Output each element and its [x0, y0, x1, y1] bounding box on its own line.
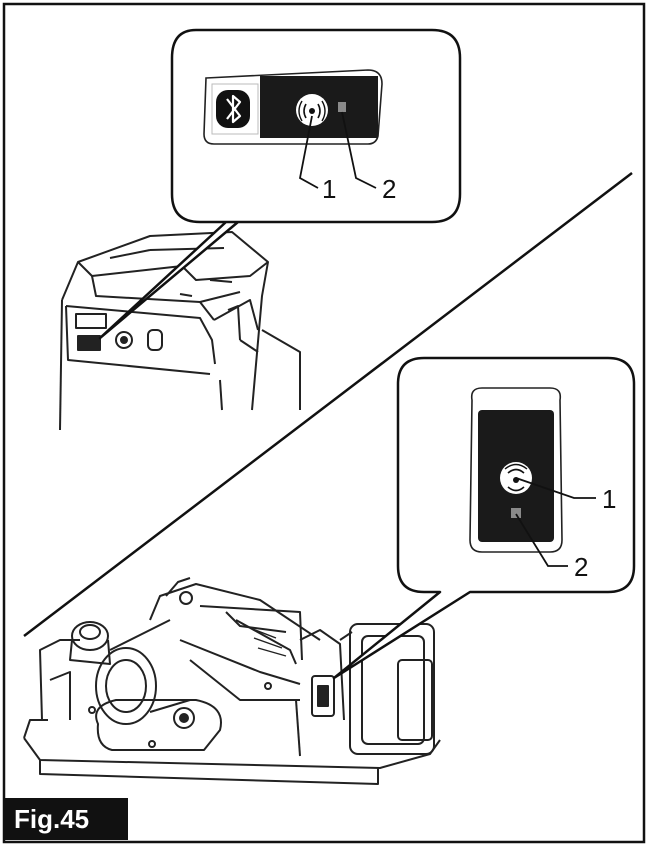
top-tool-drawing — [59, 231, 301, 431]
top-callout-2: 2 — [382, 174, 396, 204]
top-control-panel — [203, 69, 383, 145]
bottom-callout-1: 1 — [602, 484, 616, 514]
bottom-tool-drawing — [23, 577, 441, 785]
figure-label: Fig.45 — [4, 798, 128, 840]
top-leader-lines — [298, 111, 377, 189]
divider-line — [23, 172, 633, 637]
bottom-callout-2: 2 — [574, 552, 588, 582]
bottom-control-panel — [469, 387, 563, 553]
bluetooth-icon — [216, 90, 250, 128]
indicator-lamp-icon — [338, 102, 346, 112]
wireless-activation-button-icon — [296, 94, 328, 126]
bottom-leader-lines — [515, 477, 596, 567]
indicator-lamp-icon — [511, 508, 521, 518]
top-callout-1: 1 — [322, 174, 336, 204]
